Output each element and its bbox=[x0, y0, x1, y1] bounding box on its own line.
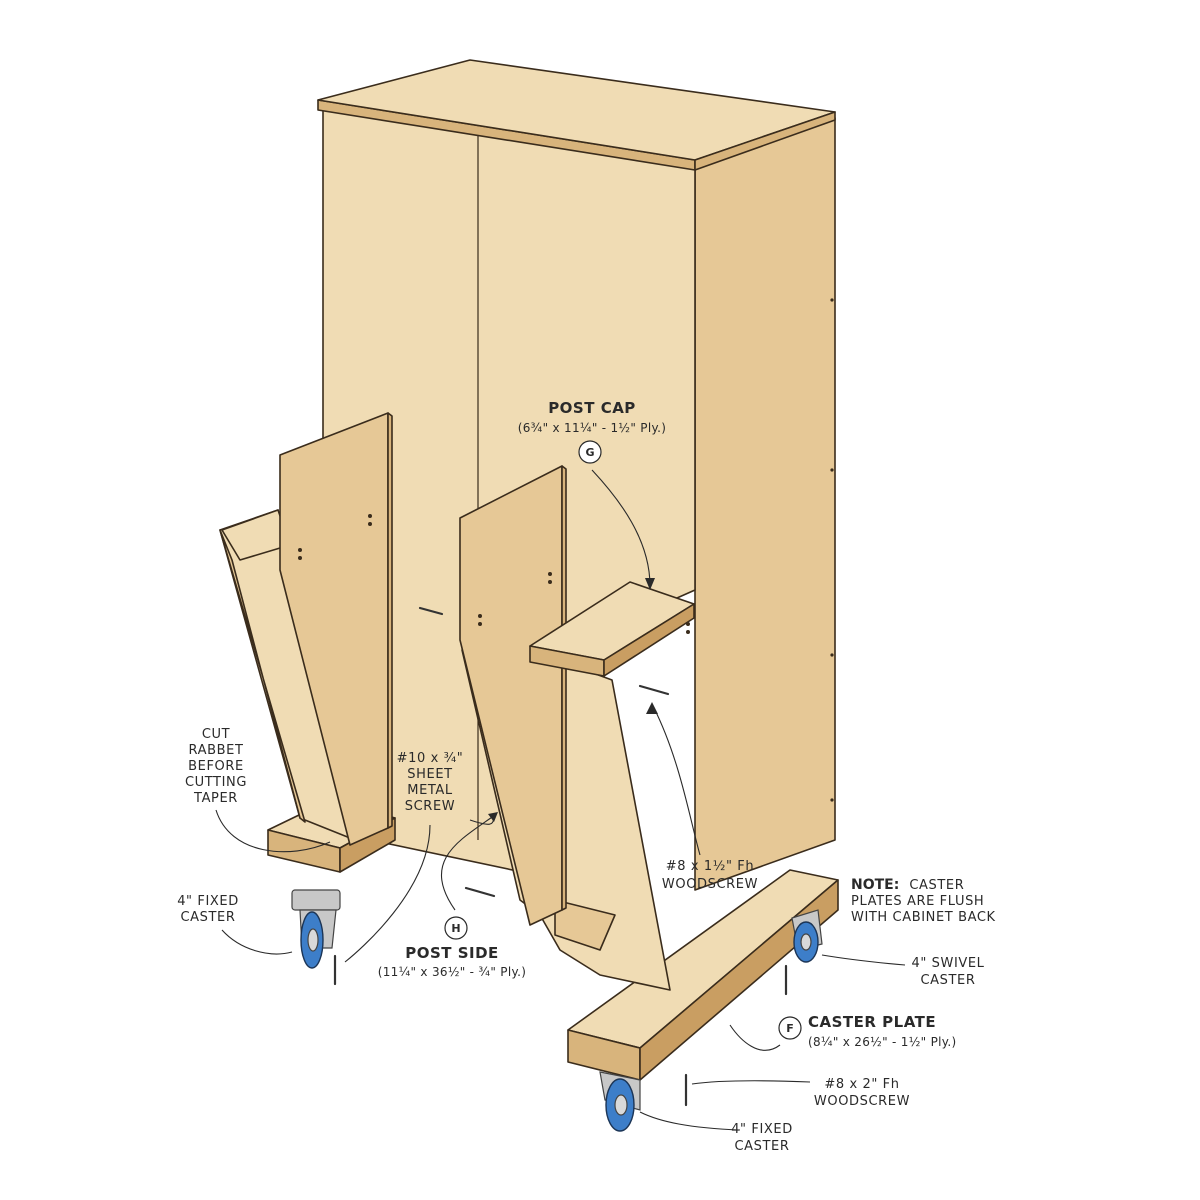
swivel-caster-label: 4" SWIVEL CASTER bbox=[911, 956, 984, 988]
right-post-panel bbox=[459, 465, 563, 926]
svg-text:CUTTING: CUTTING bbox=[185, 775, 247, 790]
woodscrew-lower-label: #8 x 2" Fh WOODSCREW bbox=[814, 1077, 910, 1109]
cabinet bbox=[317, 59, 836, 891]
svg-text:SHEET: SHEET bbox=[407, 767, 452, 782]
svg-text:(11¼" x 36½" - ¾" Ply.): (11¼" x 36½" - ¾" Ply.) bbox=[378, 965, 527, 979]
screw-icon bbox=[464, 886, 496, 898]
svg-text:G: G bbox=[585, 446, 594, 459]
svg-text:WITH CABINET BACK: WITH CABINET BACK bbox=[851, 910, 996, 925]
note-label: NOTE: CASTER PLATES ARE FLUSH WITH CABIN… bbox=[851, 876, 996, 925]
woodscrew-upper-label: #8 x 1½" Fh WOODSCREW bbox=[662, 859, 758, 892]
svg-text:CASTER: CASTER bbox=[920, 973, 975, 988]
fixed-caster-right-label: 4" FIXED CASTER bbox=[731, 1122, 793, 1154]
cabinet-side-panel bbox=[694, 117, 836, 891]
fixed-caster-left-label: 4" FIXED CASTER bbox=[177, 894, 239, 925]
svg-text:4" FIXED: 4" FIXED bbox=[731, 1122, 793, 1137]
screw-icon bbox=[418, 606, 444, 616]
svg-text:RABBET: RABBET bbox=[189, 743, 244, 758]
svg-text:(8¼" x 26½" - 1½" Ply.): (8¼" x 26½" - 1½" Ply.) bbox=[808, 1035, 957, 1049]
post-side-label: POST SIDE (11¼" x 36½" - ¾" Ply.) bbox=[378, 944, 527, 979]
svg-text:POST CAP: POST CAP bbox=[548, 399, 636, 417]
sheet-metal-screw-label: #10 x ¾" SHEET METAL SCREW bbox=[397, 751, 464, 814]
svg-text:POST SIDE: POST SIDE bbox=[405, 944, 499, 962]
right-post-side-notch bbox=[554, 899, 616, 951]
svg-text:#8 x 1½" Fh: #8 x 1½" Fh bbox=[666, 859, 754, 874]
right-fixed-caster bbox=[599, 1071, 641, 1132]
svg-text:WOODSCREW: WOODSCREW bbox=[814, 1094, 910, 1109]
right-post-panel-edge bbox=[561, 465, 567, 911]
svg-text:PLATES ARE FLUSH: PLATES ARE FLUSH bbox=[851, 894, 984, 909]
screw-icon bbox=[638, 684, 670, 696]
right-swivel-caster bbox=[791, 909, 823, 963]
cabinet-top-front-edge bbox=[694, 111, 836, 171]
svg-text:CASTER PLATE: CASTER PLATE bbox=[808, 1013, 936, 1031]
screws bbox=[333, 606, 788, 1107]
svg-text:TAPER: TAPER bbox=[193, 791, 238, 806]
callout-g: G bbox=[578, 440, 602, 464]
svg-text:CUT: CUT bbox=[202, 727, 230, 742]
caster-plate-label: CASTER PLATE (8¼" x 26½" - 1½" Ply.) bbox=[808, 1013, 957, 1049]
left-post-panel-edge bbox=[387, 412, 393, 829]
right-post-cap-side bbox=[603, 603, 695, 677]
svg-text:METAL: METAL bbox=[407, 783, 453, 798]
svg-text:WOODSCREW: WOODSCREW bbox=[662, 877, 758, 892]
left-fixed-caster bbox=[291, 889, 341, 969]
svg-text:CASTER: CASTER bbox=[734, 1139, 789, 1154]
svg-text:4" FIXED: 4" FIXED bbox=[177, 894, 239, 909]
svg-text:#10 x ¾": #10 x ¾" bbox=[397, 751, 464, 766]
post-cap-label: POST CAP (6¾" x 11¼" - 1½" Ply.) bbox=[518, 399, 667, 435]
right-caster-plate-side bbox=[639, 879, 839, 1081]
left-post-panel bbox=[279, 412, 389, 846]
right-post-assembly bbox=[459, 465, 839, 1081]
leader-lines bbox=[215, 469, 906, 1131]
svg-text:4" SWIVEL: 4" SWIVEL bbox=[911, 956, 984, 971]
left-post-assembly bbox=[219, 412, 396, 873]
callout-f: F bbox=[778, 1016, 802, 1040]
svg-text:NOTE: CASTER: NOTE: CASTER bbox=[851, 876, 964, 893]
svg-text:CASTER: CASTER bbox=[180, 910, 235, 925]
callout-h: H bbox=[444, 916, 468, 940]
svg-text:BEFORE: BEFORE bbox=[188, 759, 244, 774]
svg-text:#8 x 2" Fh: #8 x 2" Fh bbox=[824, 1077, 899, 1092]
svg-text:F: F bbox=[786, 1022, 794, 1035]
cut-rabbet-label: CUT RABBET BEFORE CUTTING TAPER bbox=[185, 727, 247, 806]
svg-text:H: H bbox=[451, 922, 460, 935]
left-post-side-face bbox=[219, 529, 306, 823]
svg-text:SCREW: SCREW bbox=[405, 799, 455, 814]
svg-text:(6¾" x 11¼" - 1½" Ply.): (6¾" x 11¼" - 1½" Ply.) bbox=[518, 421, 667, 435]
side-edge-dots bbox=[830, 298, 834, 802]
